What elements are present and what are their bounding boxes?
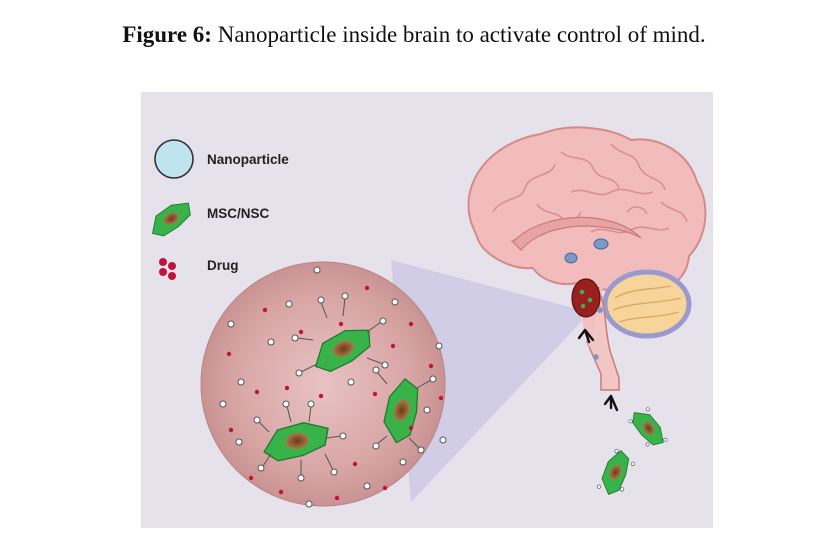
diagram-svg: Nanoparticle MSC/NSC Drug bbox=[144, 126, 707, 508]
nanoparticle-icon bbox=[154, 139, 194, 179]
brain bbox=[467, 126, 707, 412]
figure-caption-text: Nanoparticle inside brain to activate co… bbox=[211, 22, 706, 47]
zoom-cone bbox=[391, 260, 581, 502]
figure-panel: Nanoparticle MSC/NSC Drug bbox=[141, 92, 713, 528]
legend-label-nanoparticle: Nanoparticle bbox=[207, 152, 289, 167]
legend-label-drug: Drug bbox=[207, 258, 239, 273]
figure-caption: Figure 6: Nanoparticle inside brain to a… bbox=[0, 22, 828, 48]
drug-icon bbox=[159, 258, 176, 280]
legend: Nanoparticle MSC/NSC Drug bbox=[144, 139, 289, 280]
figure-caption-label: Figure 6: bbox=[122, 22, 212, 47]
migrating-cell-2 bbox=[594, 447, 637, 499]
migrating-cell-1 bbox=[628, 404, 669, 452]
magnified-view bbox=[200, 261, 447, 508]
cell-icon bbox=[144, 197, 197, 241]
legend-label-msc-nsc: MSC/NSC bbox=[207, 206, 270, 221]
